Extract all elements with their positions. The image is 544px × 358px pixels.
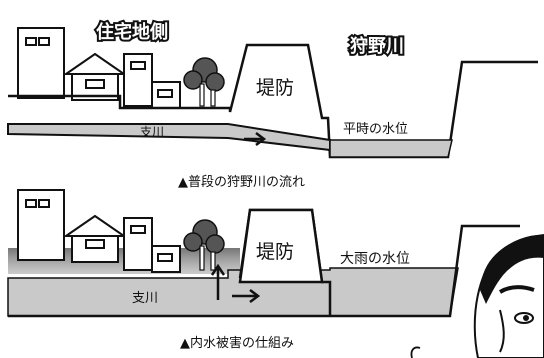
house-gabled	[62, 52, 128, 101]
bottom-branch-label: 支川	[132, 291, 158, 306]
character-face-illustration	[410, 234, 544, 358]
house-gabled-bottom	[62, 214, 128, 263]
house-tall-left-bottom	[17, 189, 65, 261]
tree-icon	[183, 57, 225, 107]
area-right-label: 狩野川	[350, 35, 404, 57]
bottom-water-level-label: 大雨の水位	[340, 251, 410, 267]
top-main-river	[329, 139, 453, 158]
bottom-main-river	[7, 267, 459, 317]
area-left-label: 住宅地側	[96, 21, 168, 43]
top-caption: ▲普段の狩野川の流れ	[178, 175, 305, 190]
house-mid-bottom	[123, 217, 181, 273]
top-flow-arrow	[244, 132, 267, 146]
bottom-caption: ▲内水被害の仕組み	[180, 335, 294, 351]
bottom-panel: 堤防 支川 大雨の水位 ▲内水被害の仕組み	[7, 189, 520, 351]
top-panel: 住宅地側 狩野川 堤防 支川 平時の水位 ▲普段の狩野川の流れ	[7, 19, 538, 190]
top-levee-label: 堤防	[256, 77, 294, 99]
bottom-levee-label: 堤防	[256, 241, 294, 263]
bottom-flow-arrow	[232, 289, 261, 303]
top-branch-river	[7, 123, 331, 152]
bottom-up-arrow	[210, 263, 226, 300]
bottom-levee	[238, 208, 324, 284]
house-tall-left	[17, 27, 65, 99]
top-water-level-label: 平時の水位	[343, 122, 408, 137]
top-branch-label: 支川	[140, 125, 164, 139]
tree-icon	[183, 219, 225, 271]
house-mid	[123, 53, 181, 109]
